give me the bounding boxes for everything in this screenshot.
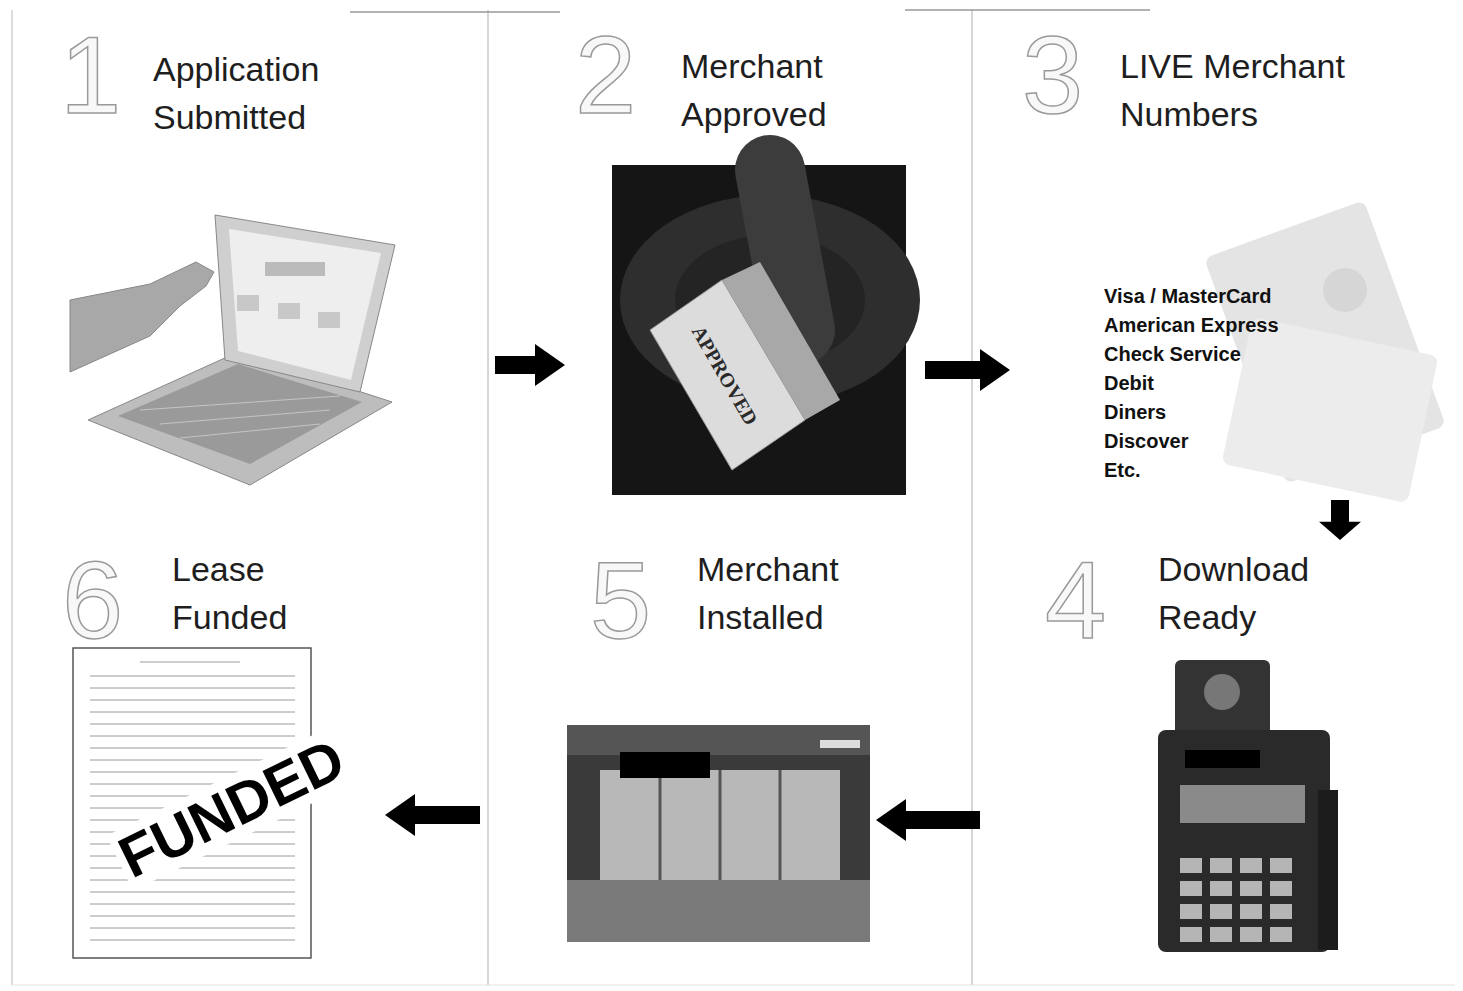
step-panel: 1 Application Submitted: [55, 15, 495, 495]
step-heading: Merchant Installed: [697, 545, 872, 641]
column-divider: [487, 10, 489, 985]
step-heading: LIVE Merchant Numbers: [1120, 42, 1440, 138]
flow-arrow: [495, 344, 565, 386]
laptop-illustration: [70, 215, 395, 485]
terminal-illustration: [1158, 660, 1338, 952]
step-number: 6: [62, 545, 123, 655]
step-heading: Application Submitted: [153, 45, 353, 141]
flow-arrow: [1319, 500, 1361, 540]
frame-line: [11, 10, 13, 985]
frame-line: [905, 9, 1150, 11]
frame-line: [350, 11, 560, 13]
card-type: Visa / MasterCard: [1104, 283, 1272, 309]
card-type: Discover: [1104, 428, 1189, 454]
step-number: 5: [590, 545, 651, 655]
step-number: 1: [60, 20, 121, 130]
step-heading: Lease Funded: [172, 545, 302, 641]
column-divider: [971, 10, 973, 985]
step-number: 4: [1045, 545, 1106, 655]
step-heading: Download Ready: [1158, 545, 1323, 641]
step-number: 3: [1022, 20, 1083, 130]
flow-arrow: [876, 799, 980, 841]
step-panel: 3 LIVE Merchant NumbersVisa / MasterCardA…: [1010, 15, 1450, 500]
step-number: 2: [575, 20, 636, 130]
stamp-photo: [612, 165, 920, 495]
card-type: Check Service: [1104, 341, 1241, 367]
card-type: Debit: [1104, 370, 1154, 396]
step-panel: 5 Merchant Installed: [480, 540, 876, 950]
card-type: Diners: [1104, 399, 1166, 425]
flow-arrow: [385, 794, 480, 836]
flow-arrow: [925, 349, 1010, 391]
card-type: American Express: [1104, 312, 1279, 338]
step-heading: Merchant Approved: [681, 42, 856, 138]
card-type: Etc.: [1104, 457, 1141, 483]
frame-line: [12, 985, 1455, 986]
store-photo: [567, 725, 870, 942]
step-panel: 4 Download Ready: [980, 540, 1450, 960]
